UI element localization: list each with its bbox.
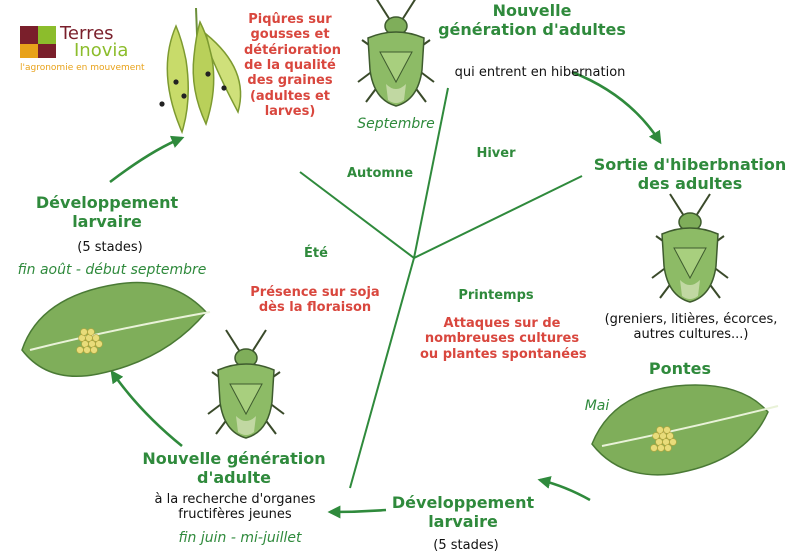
logo-line1: Terres <box>60 23 114 44</box>
dev-left-title: Développement larvaire <box>35 193 179 231</box>
new-generation-bottom-title: Nouvelle génération d'adulte <box>142 449 326 487</box>
egg-cluster-icon <box>650 426 677 452</box>
season-branches <box>299 87 583 489</box>
bug-icon <box>651 193 729 303</box>
new-generation-top-note: qui entrent en hibernation <box>454 65 626 80</box>
cycle-arrows <box>109 70 662 519</box>
season-printemps: Printemps <box>458 288 534 303</box>
sortie-note: (greniers, litières, écorces, autres cul… <box>604 312 778 343</box>
dev-left-month: fin août - début septembre <box>17 262 207 278</box>
season-hiver: Hiver <box>476 146 516 161</box>
cycle-arrow-icon <box>537 476 591 502</box>
cycle-arrow-icon <box>327 505 387 519</box>
leaf-icon <box>21 281 211 377</box>
season-automne: Automne <box>346 166 414 181</box>
new-generation-bottom-note: à la recherche d'organes fructifères jeu… <box>154 492 316 523</box>
pontes-title: Pontes <box>648 359 712 378</box>
egg-cluster-icon <box>76 328 103 354</box>
cycle-arrow-icon <box>571 70 662 145</box>
leaf-icon <box>591 384 779 476</box>
new-generation-top-title: Nouvelle génération d'adultes <box>438 1 626 39</box>
cycle-arrow-icon <box>109 135 185 184</box>
logo-mark <box>20 26 56 58</box>
summer-presence-text: Présence sur soja dès la floraison <box>250 285 380 316</box>
season-ete: Été <box>304 246 328 261</box>
top-damage-text: Piqûres sur gousses et détérioration de … <box>244 12 341 119</box>
logo-tagline: l'agronomie en mouvement <box>20 63 145 73</box>
spring-attack-text: Attaques sur de nombreuses cultures ou p… <box>420 316 587 362</box>
dev-bottom-note: (5 stades) <box>433 538 499 553</box>
sortie-title: Sortie d'hiberbnation des adultes <box>593 155 787 193</box>
cycle-arrow-icon <box>110 369 183 448</box>
logo-line2: Inovia <box>74 40 129 61</box>
pontes-month: Mai <box>584 398 610 414</box>
soybean-pod-icon <box>159 7 242 135</box>
dev-bottom-title: Développement larvaire <box>391 493 535 531</box>
dev-left-note: (5 stades) <box>77 240 143 255</box>
bug-icon <box>207 329 285 439</box>
new-generation-top-month: Septembre <box>357 116 435 132</box>
bug-icon <box>357 0 435 107</box>
new-generation-bottom-month: fin juin - mi-juillet <box>178 530 302 546</box>
